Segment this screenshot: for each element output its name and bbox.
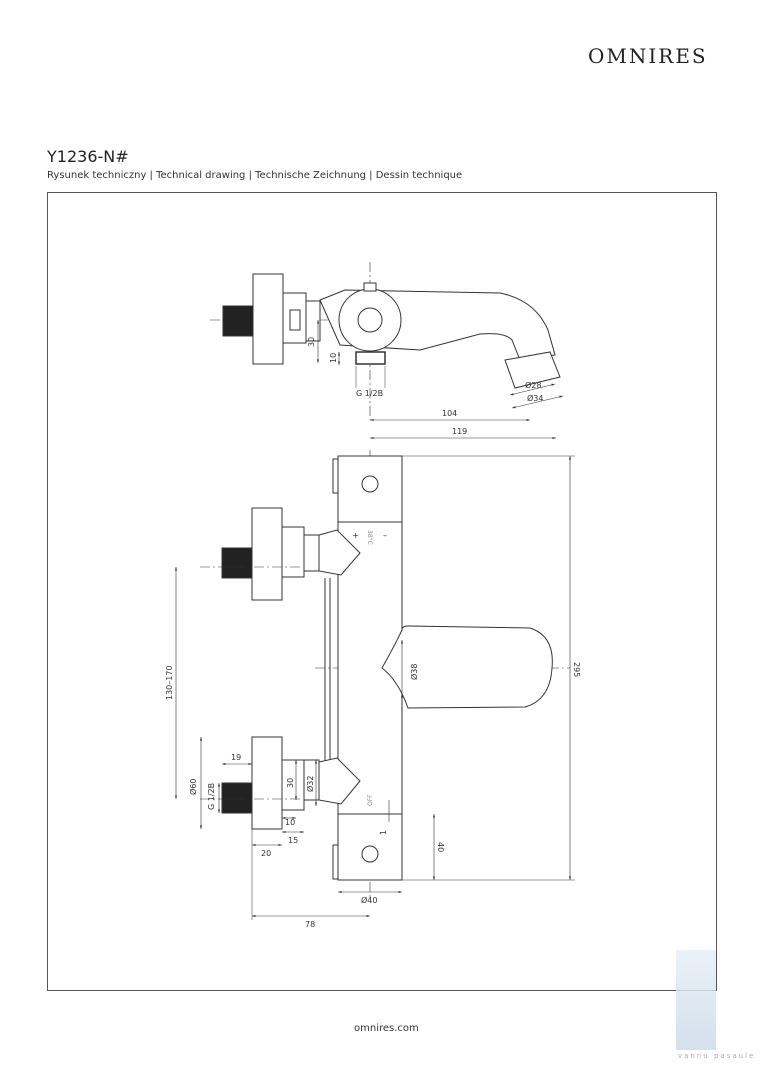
dim-104: 104 <box>442 409 457 418</box>
dim-d34: Ø34 <box>527 393 543 403</box>
drawing-subtitle: Rysunek techniczny | Technical drawing |… <box>47 170 463 181</box>
outlet-thread <box>355 351 386 365</box>
temp-label: 38°C <box>366 530 373 545</box>
dim-15: 15 <box>288 836 298 845</box>
dim-30-top: 30 <box>307 337 316 347</box>
dim-119: 119 <box>452 427 467 436</box>
off-label: OFF <box>367 794 374 806</box>
dim-spacing: 130–170 <box>165 665 174 700</box>
dim-295: 295 <box>572 662 581 677</box>
product-code: Y1236-N# <box>47 147 129 166</box>
dim-78: 78 <box>305 920 315 929</box>
dim-19: 19 <box>231 753 241 762</box>
dim-d40: Ø40 <box>361 895 377 905</box>
brand-logo: OMNIRES <box>588 44 708 68</box>
dim-20: 20 <box>261 849 271 858</box>
dim-thread-top: G 1/2B <box>356 389 383 398</box>
plus-label: + <box>352 531 359 540</box>
dim-d32: Ø32 <box>305 776 315 792</box>
dim-40: 40 <box>436 842 445 852</box>
dim-d38: Ø38 <box>409 664 419 680</box>
thread-top <box>222 305 254 337</box>
top-view <box>210 262 561 420</box>
drawing-frame <box>47 192 717 991</box>
dim-30-front: 30 <box>286 778 295 788</box>
website-link[interactable]: omnires.com <box>354 1023 419 1034</box>
dim-d60: Ø60 <box>188 779 198 795</box>
dim-thread-front: G 1/2B <box>207 783 216 810</box>
watermark-text: vannu pasaule <box>678 1052 756 1060</box>
dim-10-front: 10 <box>285 818 295 827</box>
dim-d28: Ø28 <box>525 380 541 390</box>
front-view <box>200 450 570 900</box>
minus-label: – <box>383 531 387 540</box>
dim-1: 1 <box>379 830 388 835</box>
dim-10-top: 10 <box>329 353 338 363</box>
watermark-logo <box>676 950 716 1050</box>
